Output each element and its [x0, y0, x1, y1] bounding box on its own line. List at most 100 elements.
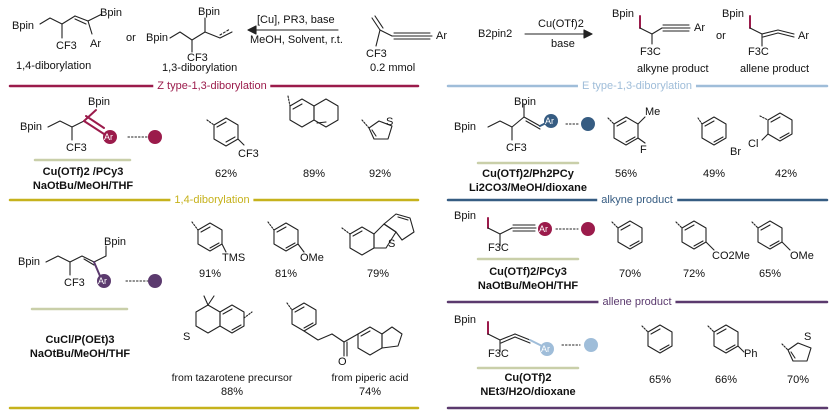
c1-ring: [191, 221, 227, 253]
c5-caption: from piperic acid: [331, 372, 409, 384]
d1-ring: [611, 220, 643, 250]
d-bpin: Bpin: [454, 210, 477, 222]
c-cf3: CF3: [64, 277, 85, 289]
c4-yield: 88%: [220, 386, 244, 398]
c4-tazarotene: [195, 295, 253, 334]
a1-sub: CF3: [238, 148, 259, 160]
panel-d-core: [487, 217, 537, 247]
e3-ring: [781, 342, 812, 362]
panel-b-ar-legend: [581, 117, 595, 131]
panel-c-core: [45, 245, 107, 277]
a-cond1: Cu(OTf)2 /PCy3: [42, 166, 124, 178]
e3-yield: 70%: [786, 374, 810, 386]
a-bpin-top: Bpin: [88, 96, 111, 108]
h14-bpin1: Bpin: [12, 20, 35, 32]
c4-sub: S: [183, 331, 191, 343]
header-or-2: or: [716, 30, 726, 42]
section-z-type: Z type-1,3-diborylation: [153, 80, 271, 93]
e2-sub: Ph: [744, 348, 758, 360]
alk-ar: Ar: [694, 22, 705, 34]
c2-ring: [267, 221, 305, 253]
c5-piperonyl: [286, 302, 403, 357]
a3-yield: 92%: [368, 168, 392, 180]
d2-ring: [675, 220, 715, 251]
a-cond2: NaOtBu/MeOH/THF: [32, 180, 134, 192]
e2-yield: 66%: [714, 374, 738, 386]
e-cond2: NEt3/H2O/dioxane: [480, 386, 576, 398]
h13-cf3: CF3: [187, 52, 208, 64]
e3-sub: S: [804, 331, 812, 343]
a2-yield: 89%: [302, 168, 326, 180]
panel-a-ar-badge: [103, 130, 117, 144]
panel-e-ar-badge: [540, 342, 554, 356]
section-alkyne: alkyne product: [597, 194, 677, 207]
a3-ring: [361, 119, 393, 140]
c-ar: Ar: [98, 276, 107, 286]
d3-sub: OMe: [790, 250, 814, 262]
c3-sub: S: [388, 238, 396, 250]
d-cond1: Cu(OTf)2/PCy3: [489, 266, 567, 278]
b3-sub: Cl: [748, 138, 759, 150]
d3-ring: [751, 220, 791, 251]
h14-bpin2: Bpin: [100, 7, 123, 19]
b2-ring: [697, 116, 727, 146]
b-bpin-left: Bpin: [454, 121, 477, 133]
header-allene-product: [749, 15, 795, 47]
all-cf3: F3C: [748, 46, 769, 58]
c3-dibenzothiophene: [341, 213, 415, 256]
h13-label: 1,3-diborylation: [162, 62, 238, 74]
d2-sub: CO2Me: [712, 250, 750, 262]
alk-label: alkyne product: [637, 63, 709, 75]
c3-yield: 79%: [366, 268, 390, 280]
b2-yield: 49%: [702, 168, 726, 180]
h14-ar: Ar: [90, 38, 101, 50]
c-cond1: CuCl/P(OEt)3: [45, 334, 115, 346]
a1-ring: [206, 117, 245, 147]
reaction-arrow-2-head: [583, 29, 593, 39]
panel-b-ar-badge: [544, 114, 558, 128]
a-bpin-left: Bpin: [20, 121, 43, 133]
c2-yield: 81%: [274, 268, 298, 280]
e1-ring: [641, 324, 673, 354]
b-bpin-top: Bpin: [514, 96, 537, 108]
h13-bpin-left: Bpin: [146, 32, 169, 44]
section-e-type: E type-1,3-diborylation: [577, 80, 697, 93]
a-ar: Ar: [104, 132, 113, 142]
header-13-product: [169, 17, 233, 53]
d1-yield: 70%: [618, 268, 642, 280]
c-cond2: NaOtBu/MeOH/THF: [29, 348, 131, 360]
header-14-product: [39, 13, 103, 39]
b1-yield: 56%: [614, 168, 638, 180]
b-ar: Ar: [545, 116, 554, 126]
b3-ring: [759, 112, 793, 142]
c4-caption: from tazarotene precursor: [171, 372, 293, 384]
panel-e-core: [487, 321, 543, 353]
header-alkyne-product: [639, 15, 691, 45]
panel-b-core: [487, 103, 551, 141]
e-bpin: Bpin: [454, 314, 477, 326]
d-ar: Ar: [539, 224, 548, 234]
a1-yield: 62%: [214, 168, 238, 180]
b-cond2: Li2CO3/MeOH/dioxane: [469, 182, 587, 194]
a-cf3: CF3: [66, 142, 87, 154]
cond-top: [Cu], PR3, base: [257, 14, 335, 26]
sm-ar: Ar: [436, 30, 447, 42]
e2-ring: [707, 324, 745, 354]
e-cond1: Cu(OTf)2: [504, 372, 552, 384]
b1-sub: Me: [645, 106, 661, 118]
sm-cf3: CF3: [366, 48, 387, 60]
b2pin2: B2pin2: [478, 28, 513, 40]
starting-material: [371, 15, 433, 47]
panel-d-ar-badge: [538, 222, 552, 236]
a3-sub: S: [386, 116, 394, 128]
c5-sub: O: [338, 356, 347, 368]
b1-sub2: F: [640, 144, 647, 156]
b1-ring: [607, 116, 646, 146]
all-label: allene product: [740, 63, 810, 75]
c1-yield: 91%: [198, 268, 222, 280]
header-or-1: or: [126, 32, 136, 44]
d3-yield: 65%: [758, 268, 782, 280]
reaction-arrow-1-head: [247, 25, 257, 35]
